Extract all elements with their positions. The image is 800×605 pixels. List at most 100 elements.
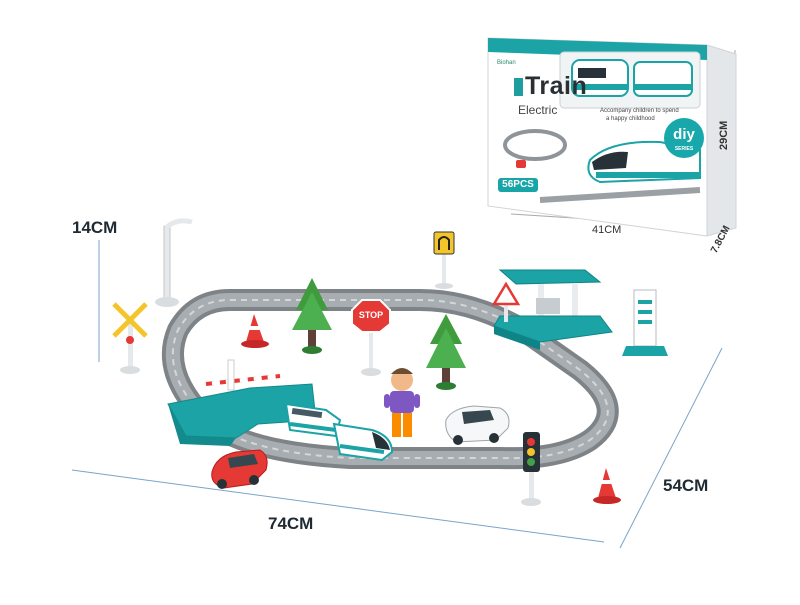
height-dimension-label: 14CM — [72, 218, 118, 237]
figure-head — [391, 369, 413, 391]
cone-right-base — [593, 496, 621, 504]
toy-train — [284, 402, 394, 462]
traffic-light-green — [527, 458, 535, 466]
train-rear-windows — [291, 407, 323, 419]
info-board-line1 — [638, 300, 652, 304]
toy-car-red — [211, 449, 268, 489]
tunnel-sign-panel — [433, 231, 455, 255]
level-crossing — [167, 359, 317, 446]
station-roof — [498, 269, 602, 285]
info-board-line2 — [638, 310, 652, 314]
traffic-light — [521, 432, 541, 506]
tree-left-trunk — [308, 330, 316, 348]
box-tagline-line2: a happy childhood — [606, 116, 655, 122]
station-bench — [536, 298, 560, 314]
tree-left — [292, 278, 332, 354]
box-track-image — [503, 129, 567, 161]
stop-sign — [351, 299, 391, 376]
lamp-pole — [163, 225, 171, 303]
depth-dimension-label: 54CM — [663, 476, 709, 495]
tree-right — [426, 314, 466, 390]
figure-torso — [390, 391, 414, 413]
stop-sign-octagon — [351, 299, 391, 333]
track-rails — [171, 299, 609, 460]
depth-guide-line — [619, 347, 723, 549]
railroad-crossing-sign — [112, 302, 148, 374]
info-board-base — [622, 346, 668, 356]
cone-left-stripe — [248, 326, 262, 330]
figure-arm-right — [414, 394, 420, 408]
box-tagline-line1: Accompany children to spend — [600, 108, 679, 114]
white-car-body — [445, 405, 510, 443]
tree-right-bottom — [426, 328, 466, 368]
tree-right-base — [436, 382, 456, 390]
length-guide-line — [71, 469, 605, 543]
box-title: Train — [514, 72, 587, 101]
lamp-base — [155, 297, 179, 307]
box-piece-count-badge: 56PCS — [498, 178, 538, 192]
box-subtitle: Electric — [518, 103, 558, 117]
crossing-platform-edge — [168, 404, 236, 446]
info-board — [622, 289, 668, 356]
figure-leg-right — [403, 413, 412, 437]
diy-badge-main: diy — [673, 126, 695, 143]
stop-sign-pole — [369, 326, 373, 370]
station-platform-edge — [494, 326, 540, 350]
red-car-wheel-rear — [249, 475, 259, 485]
box-train-hero-windshield — [592, 151, 628, 170]
station-pillar-right — [572, 284, 578, 316]
info-board-line3 — [638, 320, 652, 324]
traffic-light-pole — [529, 470, 534, 500]
cone-right-stripe — [600, 480, 614, 484]
lamp-arm — [164, 218, 193, 230]
tree-left-base — [302, 346, 322, 354]
box-train-car-rear — [633, 61, 693, 97]
box-train-stripe-rear — [634, 84, 692, 90]
box-brand-label: Biohan — [497, 60, 516, 66]
info-board-panel — [633, 289, 657, 347]
street-lamp — [155, 218, 193, 307]
box-width-label: 41CM — [592, 224, 622, 236]
tunnel-sign-pole — [442, 254, 446, 284]
cone-right — [593, 468, 621, 504]
tunnel-sign-base — [435, 283, 453, 289]
tree-right-trunk — [442, 368, 450, 384]
train-front-windshield — [372, 432, 390, 450]
diy-badge-sub: SERIES — [674, 146, 694, 152]
warning-sign-triangle — [491, 281, 521, 306]
white-car-windows — [462, 410, 494, 424]
crossing-barrier-white — [205, 374, 281, 386]
box-rail-image — [539, 187, 701, 203]
box-train-stripe — [572, 84, 628, 90]
warning-sign-pole — [504, 302, 508, 322]
white-car-wheel-rear — [489, 433, 499, 443]
box-diy-badge: diy SERIES — [664, 118, 704, 158]
traffic-light-red — [527, 438, 535, 446]
tunnel-sign-icon — [438, 236, 450, 250]
box-train-hero-stripe — [596, 172, 700, 178]
cone-left-base — [241, 340, 269, 348]
rr-sign-base — [120, 366, 140, 374]
tunnel-sign — [433, 231, 455, 289]
figure-arm-left — [384, 394, 390, 408]
cone-left — [241, 314, 269, 348]
traffic-light-yellow — [527, 448, 535, 456]
white-car-wheel-front — [453, 435, 463, 445]
box-height-label: 29CM — [718, 120, 730, 150]
warning-sign — [491, 281, 521, 322]
figure-hair — [391, 368, 413, 374]
figure-leg-left — [392, 413, 401, 437]
stop-sign-base — [361, 368, 381, 376]
train-station — [493, 269, 613, 350]
red-car-wheel-front — [217, 479, 227, 489]
rr-sign-pole — [128, 320, 133, 370]
crossing-post — [227, 359, 235, 391]
length-dimension-label: 74CM — [268, 514, 314, 533]
station-platform — [493, 315, 613, 343]
tree-left-bottom — [292, 292, 332, 330]
traffic-light-base — [521, 498, 541, 506]
rr-sign-light — [126, 336, 134, 344]
box-car-image — [516, 160, 526, 168]
